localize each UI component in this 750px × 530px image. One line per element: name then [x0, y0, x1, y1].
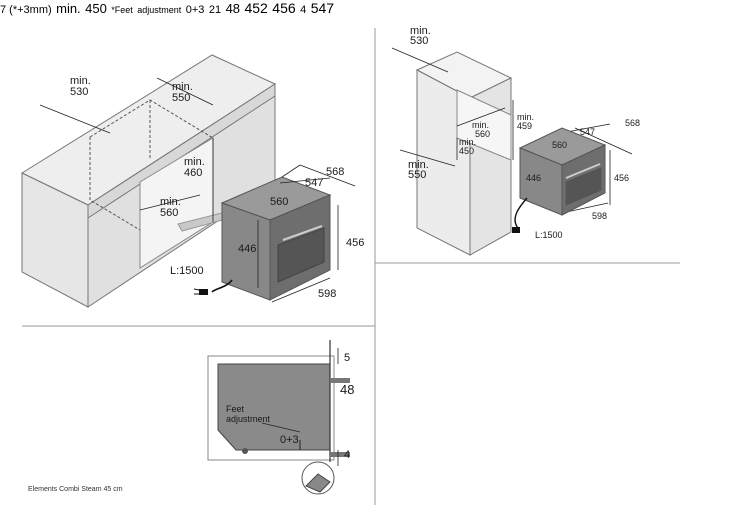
label-bl-feet: Feet — [226, 404, 245, 414]
oven-top-right — [518, 127, 607, 216]
label-cab-depth-val: 530 — [70, 86, 88, 98]
detail-circle-bl — [301, 461, 335, 495]
labels-tr: min. 530 min. 550 min. 560 min. 450 min.… — [408, 25, 640, 240]
label-tr-cable: L:1500 — [535, 230, 563, 240]
label-br-gap: 7 (*+3mm) — [0, 4, 52, 16]
label-br-452: 452 — [244, 0, 268, 16]
label-oven-568: 568 — [326, 166, 344, 178]
footer-caption: Elements Combi Steam 45 cm — [28, 486, 123, 493]
label-bl-5: 5 — [344, 352, 350, 364]
labels-tl: min. 530 min. 550 min. 460 min. 560 568 … — [70, 75, 364, 300]
power-cable — [211, 279, 233, 293]
label-br-min-val: 450 — [85, 1, 107, 16]
label-br-feet-val: 0+3 — [185, 4, 205, 16]
section-bottom-left — [207, 340, 350, 495]
plug-icon — [193, 288, 208, 295]
label-bl-adjustment: adjustment — [226, 414, 271, 424]
label-cab-height-val: 460 — [184, 167, 202, 179]
label-cab-width-val: 550 — [172, 92, 190, 104]
label-tr-456: 456 — [614, 173, 629, 183]
label-oven-456: 456 — [346, 237, 364, 249]
label-tr-446: 446 — [526, 173, 541, 183]
label-oven-547: 547 — [305, 177, 323, 189]
label-niche-450-val: 450 — [459, 146, 474, 156]
label-br-feet: *Feet — [111, 5, 133, 15]
label-col-depth2-val: 550 — [408, 169, 426, 181]
dim-lines-bl — [261, 348, 339, 466]
labels-bl: 5 48 4 Feet adjustment 0+3 — [226, 352, 354, 461]
label-oven-560: 560 — [270, 196, 288, 208]
label-br-min: min. — [56, 1, 81, 16]
label-br-48: 48 — [225, 1, 241, 16]
dim-lines-tl — [39, 77, 356, 303]
label-tr-568: 568 — [625, 118, 640, 128]
label-cab-depth-min: min. — [70, 75, 91, 87]
label-br-adjustment: adjustment — [137, 5, 182, 15]
plug-icon-tr — [512, 227, 520, 233]
label-col-depth-val: 530 — [410, 35, 428, 47]
label-niche-450-min: min. — [459, 137, 476, 147]
label-bl-feet-val: 0+3 — [280, 434, 299, 446]
label-br-456: 456 — [272, 0, 296, 16]
cabinet-under-counter — [20, 54, 277, 308]
label-oven-598: 598 — [318, 288, 336, 300]
label-cab-width2-val: 560 — [160, 207, 178, 219]
label-bl-48: 48 — [340, 382, 354, 397]
label-cab-width-min: min. — [172, 81, 193, 93]
label-bl-4: 4 — [344, 449, 350, 461]
label-tr-598: 598 — [592, 211, 607, 221]
label-tr-560: 560 — [552, 140, 567, 150]
label-niche-459-val: 459 — [517, 121, 532, 131]
label-niche-560-val: 560 — [475, 129, 490, 139]
label-niche-560-min: min. — [472, 120, 489, 130]
label-cable: L:1500 — [170, 265, 204, 277]
label-col-depth2-min: min. — [408, 159, 429, 171]
tall-column — [415, 51, 513, 256]
label-br-21: 21 — [208, 4, 222, 16]
power-cable-tr — [514, 197, 528, 229]
label-cab-height-min: min. — [184, 156, 205, 168]
label-tr-547: 547 — [580, 127, 595, 137]
labels-br: 7 (*+3mm) min. 450 *Feet adjustment 0+3 … — [0, 0, 334, 17]
label-br-547: 547 — [310, 0, 335, 16]
label-br-4: 4 — [300, 4, 307, 16]
label-cab-width2-min: min. — [160, 196, 181, 208]
label-niche-459-min: min. — [517, 112, 534, 122]
label-col-depth-min: min. — [410, 25, 431, 37]
label-oven-446: 446 — [238, 243, 256, 255]
